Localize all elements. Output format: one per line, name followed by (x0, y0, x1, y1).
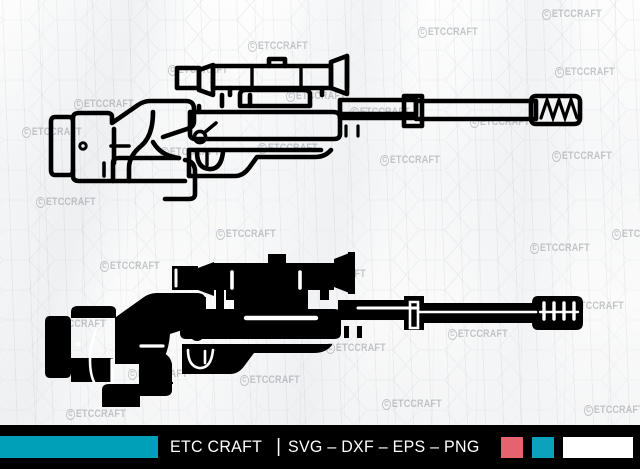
silhouette-rifle-details (75, 268, 580, 384)
watermark-text: ETCCRAFT (391, 398, 442, 410)
copyright-icon: C (128, 369, 138, 380)
footer-bar: ETC CRAFT | SVG – DXF – EPS – PNG (0, 425, 640, 469)
copyright-icon: C (612, 229, 622, 240)
watermark-text: ETCCRAFT (75, 408, 126, 420)
watermark-text: ETCCRAFT (225, 228, 276, 240)
copyright-icon: C (36, 197, 46, 208)
copyright-icon: C (555, 67, 565, 78)
hexagon-pattern-background (0, 0, 640, 450)
footer-swatch-teal (531, 436, 554, 458)
footer-swatch-pink (500, 436, 523, 458)
footer-teal-bar-left (0, 436, 158, 458)
copyright-icon: C (382, 399, 392, 410)
copyright-icon: C (418, 27, 428, 38)
watermark-text: ETCCRAFT (621, 228, 640, 240)
watermark-text: ETCCRAFT (539, 242, 590, 254)
footer-white-bar-right (562, 436, 633, 458)
footer-formats: SVG – DXF – EPS – PNG (288, 437, 480, 456)
copyright-icon: C (74, 99, 84, 110)
copyright-icon: C (216, 229, 226, 240)
watermark-text: ETCCRAFT (564, 66, 615, 78)
watermark-text: ETCCRAFT (389, 154, 440, 166)
watermark-text: ETCCRAFT (45, 196, 96, 208)
copyright-icon: C (448, 329, 458, 340)
watermark-text: ETCCRAFT (573, 300, 624, 312)
copyright-icon: C (380, 155, 390, 166)
copyright-icon: C (248, 41, 258, 52)
footer-separator: | (276, 436, 282, 457)
footer-brand: ETC CRAFT (170, 437, 263, 456)
watermark-text: ETCCRAFT (31, 126, 82, 138)
copyright-icon: C (542, 9, 552, 20)
watermark-text: ETCCRAFT (83, 98, 134, 110)
watermark-text: ETCCRAFT (593, 404, 640, 416)
rifle-artwork (45, 53, 583, 407)
copyright-icon: C (100, 261, 110, 272)
watermark-text: ETCCRAFT (551, 8, 602, 20)
copyright-icon: C (584, 405, 594, 416)
watermark-text: ETCCRAFT (257, 40, 308, 52)
watermark-text: ETCCRAFT (427, 26, 478, 38)
silhouette-rifle (45, 252, 583, 407)
copyright-icon: C (66, 409, 76, 420)
copyright-icon: C (552, 151, 562, 162)
watermark-text: ETCCRAFT (335, 342, 386, 354)
copyright-icon: C (240, 375, 250, 386)
outline-rifle (48, 53, 583, 202)
watermark-text: ETCCRAFT (109, 260, 160, 272)
watermark-text: ETCCRAFT (457, 328, 508, 340)
watermark-text: ETCCRAFT (561, 150, 612, 162)
copyright-icon: C (22, 127, 32, 138)
watermark-text: ETCCRAFT (249, 374, 300, 386)
copyright-icon: C (530, 243, 540, 254)
